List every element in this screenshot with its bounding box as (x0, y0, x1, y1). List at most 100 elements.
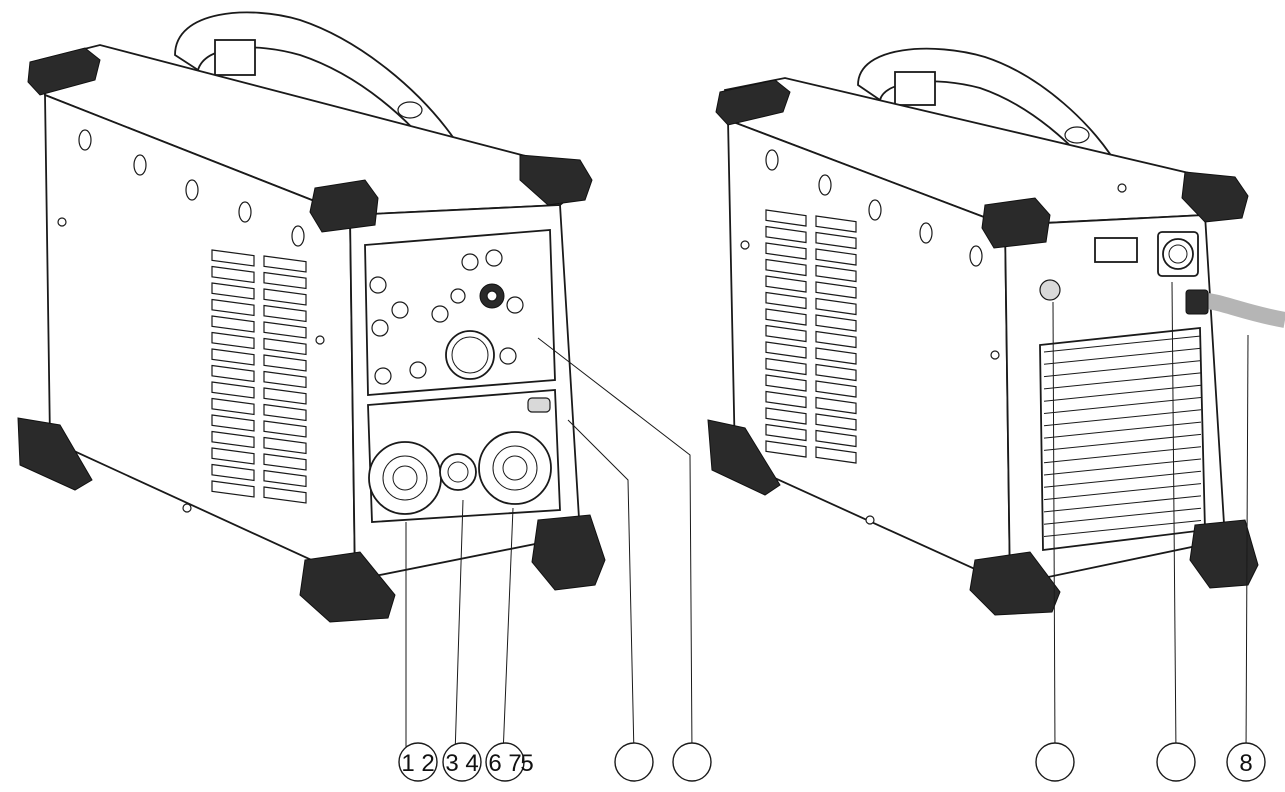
vent-slat (263, 288, 307, 306)
front-panel-indicators (369, 249, 524, 385)
grille-slat (1043, 446, 1202, 464)
rear-label-plate (1094, 237, 1138, 263)
callout-label-3-4: 3 4 (445, 750, 478, 777)
grille-slat (1043, 384, 1202, 402)
rear-side-holes (740, 149, 1127, 525)
vent-slat (815, 363, 857, 382)
rear-power-switch (1039, 279, 1061, 301)
vent-slat (765, 258, 807, 277)
vent-slat (263, 337, 307, 356)
vent-slat (765, 242, 807, 260)
vent-slat (263, 469, 307, 488)
vent-slat (765, 390, 807, 409)
vent-slat (765, 275, 807, 293)
grille-slat (1043, 495, 1202, 513)
callout-label-6-7: 6 7 (488, 750, 521, 777)
front-selector-knob (479, 283, 505, 309)
front-socket-positive (478, 431, 552, 505)
front-corner-bumpers (17, 47, 606, 623)
front-gas-fitting (527, 397, 551, 413)
grille-slat (1043, 483, 1202, 501)
front-handle-bracket (214, 39, 256, 76)
rear-leader-lines (1052, 281, 1249, 756)
vent-slat (211, 397, 255, 416)
vent-slat (211, 430, 255, 449)
vent-slat (815, 215, 857, 233)
rear-vent-grille (765, 209, 857, 464)
vent-slat (263, 304, 307, 323)
grille-slat (1043, 347, 1202, 365)
vent-slat (211, 381, 255, 399)
vent-slat (211, 364, 255, 383)
vent-slat (211, 414, 255, 432)
front-main-knob (445, 330, 495, 380)
vent-slat (765, 225, 807, 244)
rear-handle-hole (1064, 126, 1090, 144)
vent-slat (765, 423, 807, 442)
grille-slat (1043, 458, 1202, 476)
front-side-holes (57, 129, 325, 513)
callout-blank-2 (672, 742, 712, 782)
vent-slat (815, 264, 857, 283)
vent-slat (263, 255, 307, 273)
vent-slat (765, 291, 807, 310)
callout-6-7: 6 7 (485, 742, 525, 782)
vent-slat (263, 486, 307, 504)
vent-slat (815, 314, 857, 332)
vent-slat (765, 324, 807, 343)
vent-slat (263, 387, 307, 405)
grille-slat (1043, 507, 1202, 525)
callout-8: 8 (1226, 742, 1266, 782)
front-socket-negative (368, 441, 442, 515)
vent-slat (211, 265, 255, 284)
grille-slat (1043, 470, 1202, 488)
vent-slat (211, 298, 255, 317)
vent-slat (765, 440, 807, 458)
vent-slat (263, 321, 307, 339)
grille-slat (1043, 520, 1202, 537)
grille-slat (1043, 360, 1202, 378)
rear-unit (707, 47, 1285, 756)
vent-slat (211, 480, 255, 498)
vent-slat (815, 248, 857, 266)
callout-3-4: 3 4 (442, 742, 482, 782)
vent-slat (815, 231, 857, 250)
callout-label-8: 8 (1239, 750, 1252, 777)
rear-handle-bracket (894, 71, 936, 106)
vent-slat (765, 308, 807, 326)
vent-slat (211, 331, 255, 350)
grille-slat (1043, 372, 1202, 390)
vent-slat (765, 374, 807, 392)
grille-slat (1043, 409, 1202, 427)
vent-slat (211, 282, 255, 300)
callout-1-2: 1 2 (398, 742, 438, 782)
callout-blank-1 (614, 742, 654, 782)
grille-slat (1043, 397, 1202, 414)
vent-slat (815, 281, 857, 299)
vent-slat (263, 420, 307, 438)
front-control-socket (439, 453, 477, 491)
vent-slat (815, 380, 857, 398)
vent-slat (815, 429, 857, 448)
vent-slat (211, 249, 255, 267)
vent-slat (815, 297, 857, 316)
grille-slat (1043, 421, 1202, 439)
vent-slat (815, 396, 857, 415)
vent-slat (263, 370, 307, 389)
grille-slat (1043, 335, 1202, 353)
callout-label-5: 5 (520, 750, 533, 777)
vent-slat (263, 453, 307, 471)
rear-power-cable (1185, 289, 1285, 328)
front-vent-grille (211, 249, 307, 504)
callout-blank-3 (1035, 742, 1075, 782)
rear-fan-grille-slats (1043, 335, 1202, 537)
vent-slat (815, 347, 857, 365)
vent-slat (815, 446, 857, 464)
vent-slat (765, 209, 807, 227)
callout-label-1-2: 1 2 (401, 750, 434, 777)
callout-blank-4 (1156, 742, 1196, 782)
vent-slat (765, 357, 807, 376)
vent-slat (211, 348, 255, 366)
vent-slat (765, 341, 807, 359)
